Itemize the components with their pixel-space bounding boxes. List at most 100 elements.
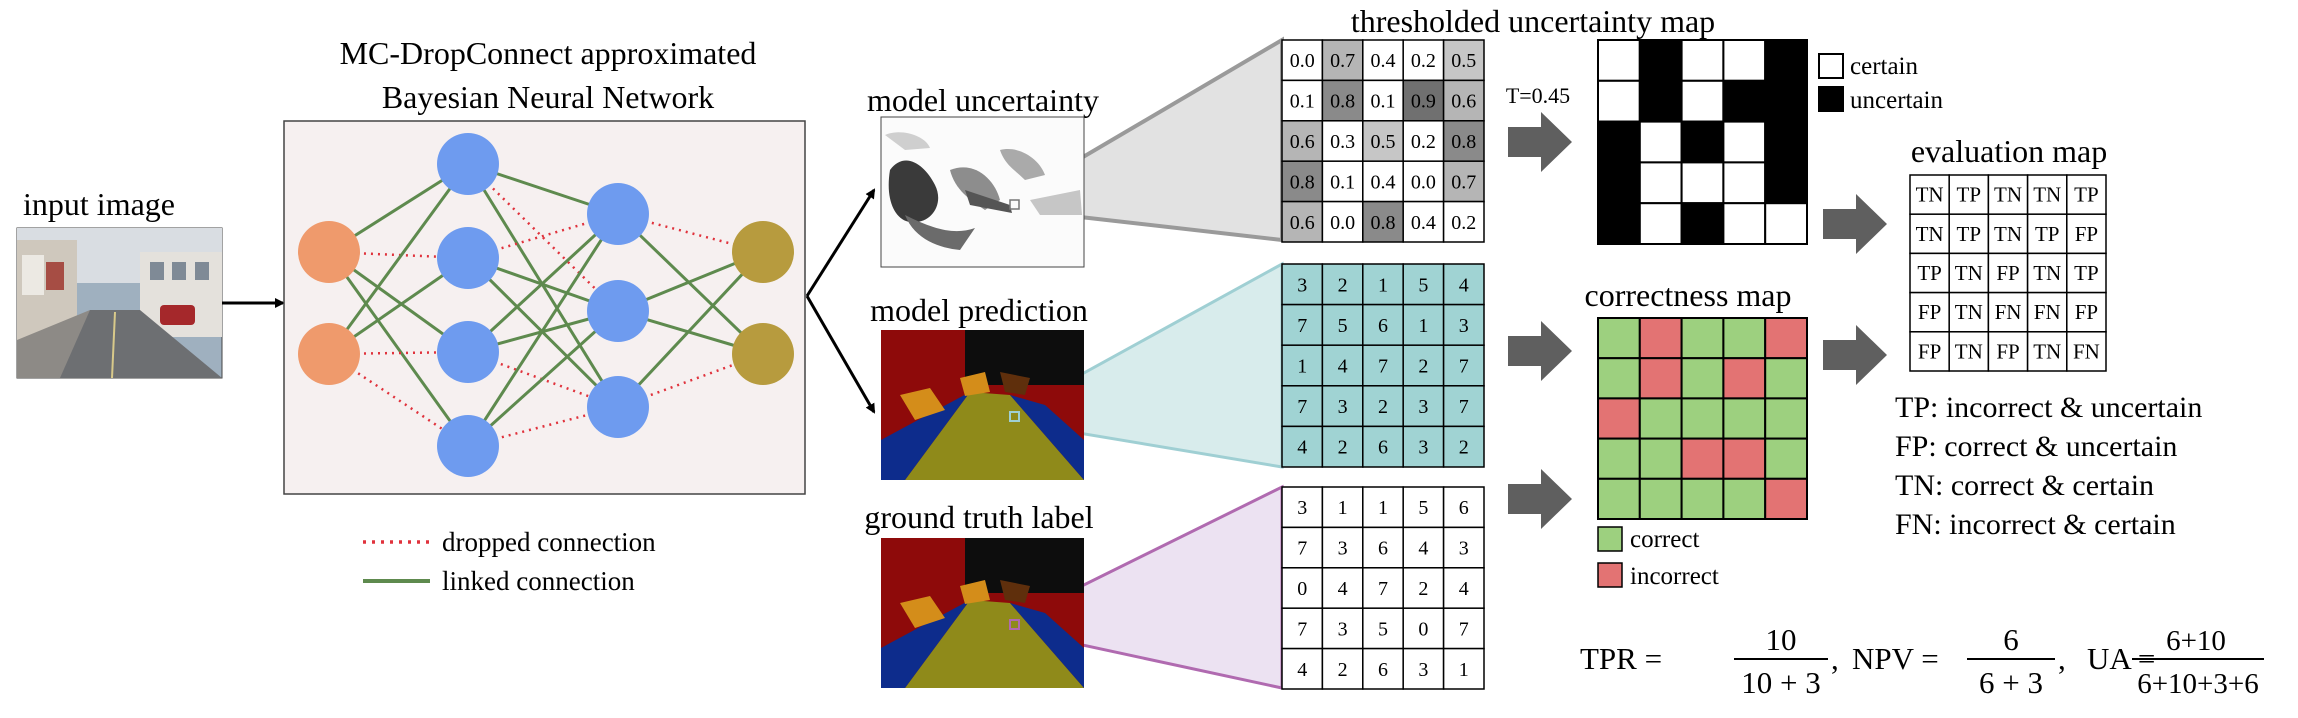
prediction-cell-value: 3 [1459,315,1469,337]
evaluation-cell-value: TP [2074,261,2099,285]
dropped-connection [467,405,619,448]
correctness-cell [1638,397,1683,440]
evaluation-cell-value: TP [1917,261,1942,285]
thresholded-cell [1764,39,1808,82]
certain-label: certain [1850,53,1919,80]
arrow-to-uncertainty [805,188,876,297]
thresholded-cell [1764,79,1808,123]
evaluation-cell [1987,174,2029,215]
correctness-cell [1597,477,1641,520]
uncertainty-cell-value: 0.0 [1411,171,1436,193]
thresholded-cell [1764,161,1808,205]
prediction-cell [1402,263,1445,306]
uncertainty-cell-value: 0.5 [1451,50,1476,72]
uncertainty-cell-value: 0.4 [1411,212,1436,234]
thresholded-cell [1597,79,1641,123]
evaluation-cell-value: TP [1957,222,1982,246]
uncertainty-cell-value: 0.4 [1371,50,1396,72]
thresholded-uncertainty-grid [1597,39,1808,245]
dropped-connection [617,352,764,409]
uncertainty-cell-value: 0.8 [1330,91,1355,113]
ua-numerator: 6+10 [2166,625,2226,657]
prediction-cell-value: 6 [1378,437,1388,459]
uncertainty-cell [1442,160,1485,203]
uncertainty-cell [1281,200,1324,243]
correct-label: correct [1630,526,1699,553]
correctness-cell [1597,317,1641,360]
uncertainty-cell-value: 0.6 [1290,131,1315,153]
uncertainty-cell-value: 0.6 [1290,212,1315,234]
uncertainty-cell-value: 0.2 [1411,131,1436,153]
evaluation-cell-value: FN [2073,339,2100,363]
threshold-legend: certain uncertain [1818,53,1944,114]
dropped-connection-label: dropped connection [442,527,656,557]
correctness-cell [1638,437,1683,480]
prediction-cell [1402,303,1445,346]
certain-swatch [1818,53,1844,79]
prediction-cell-value: 4 [1459,274,1469,296]
thresholded-cell [1597,161,1641,205]
arrow-groundtruth-to-correctness [1508,469,1572,529]
uncertainty-cell [1402,79,1445,122]
prediction-cell-value: 5 [1338,315,1348,337]
ground-truth-cell-value: 1 [1338,497,1348,519]
ground-truth-cell-value: 2 [1418,578,1428,600]
prediction-cell [1402,344,1445,387]
hidden-neuron [587,183,649,245]
evaluation-cell-value: TN [1994,183,2022,207]
hidden-neuron [437,321,499,383]
correctness-cell [1680,397,1725,440]
evaluation-cell [1909,213,1950,255]
prediction-cell [1402,385,1445,428]
uncertainty-cell-value: 0.4 [1371,171,1396,193]
ground-truth-cell [1281,486,1324,529]
prediction-cell-value: 3 [1338,396,1348,418]
npv-denominator: 6 + 3 [1979,665,2043,700]
thresholded-cell [1680,202,1725,245]
ground-truth-cell-value: 4 [1459,578,1469,600]
npv-numerator: 6 [2003,622,2019,657]
ground-truth-cell-value: 4 [1338,578,1348,600]
uncertainty-cell [1362,79,1404,122]
thresholded-cell [1638,79,1683,123]
prediction-cell [1281,303,1324,346]
prediction-cell [1362,263,1404,306]
uncertainty-cell-value: 0.9 [1411,91,1436,113]
ground-truth-cell-value: 6 [1459,497,1469,519]
ground-truth-cell-value: 3 [1338,538,1348,560]
uncertainty-cell-value: 0.7 [1451,171,1476,193]
definitions-list: TP: incorrect & uncertain FP: correct & … [1895,391,2202,541]
thresholded-cell [1638,39,1683,82]
prediction-cell-value: 2 [1338,274,1348,296]
hidden-neuron [437,415,499,477]
uncertain-label: uncertain [1850,87,1944,114]
ground-truth-cell-value: 7 [1459,618,1469,640]
linked-connection [616,250,765,409]
linked-connection-label: linked connection [442,566,635,596]
correctness-grid [1597,317,1808,520]
ground-truth-cell-value: 1 [1378,497,1388,519]
evaluation-map-title: evaluation map [1911,133,2107,169]
uncertainty-cell [1321,79,1364,122]
prediction-cell-value: 3 [1418,437,1428,459]
bnn-panel [283,120,806,495]
correctness-cell [1680,477,1725,520]
ground-truth-cell [1442,647,1485,690]
incorrect-label: incorrect [1630,563,1719,590]
thresholded-cell [1680,39,1725,82]
correctness-cell [1680,357,1725,400]
hidden-neuron [587,376,649,438]
hidden-neuron [437,227,499,289]
uncertainty-cell-value: 0.6 [1451,91,1476,113]
prediction-cell-value: 1 [1297,356,1307,378]
evaluation-cell [2066,213,2107,255]
ground-truth-cell-value: 0 [1418,618,1428,640]
uncertainty-cell-value: 0.0 [1290,50,1315,72]
definition-tp: TP: incorrect & uncertain [1895,391,2202,424]
uncertain-swatch [1818,86,1844,112]
ground-truth-cell [1362,526,1404,569]
output-neuron [732,221,794,283]
